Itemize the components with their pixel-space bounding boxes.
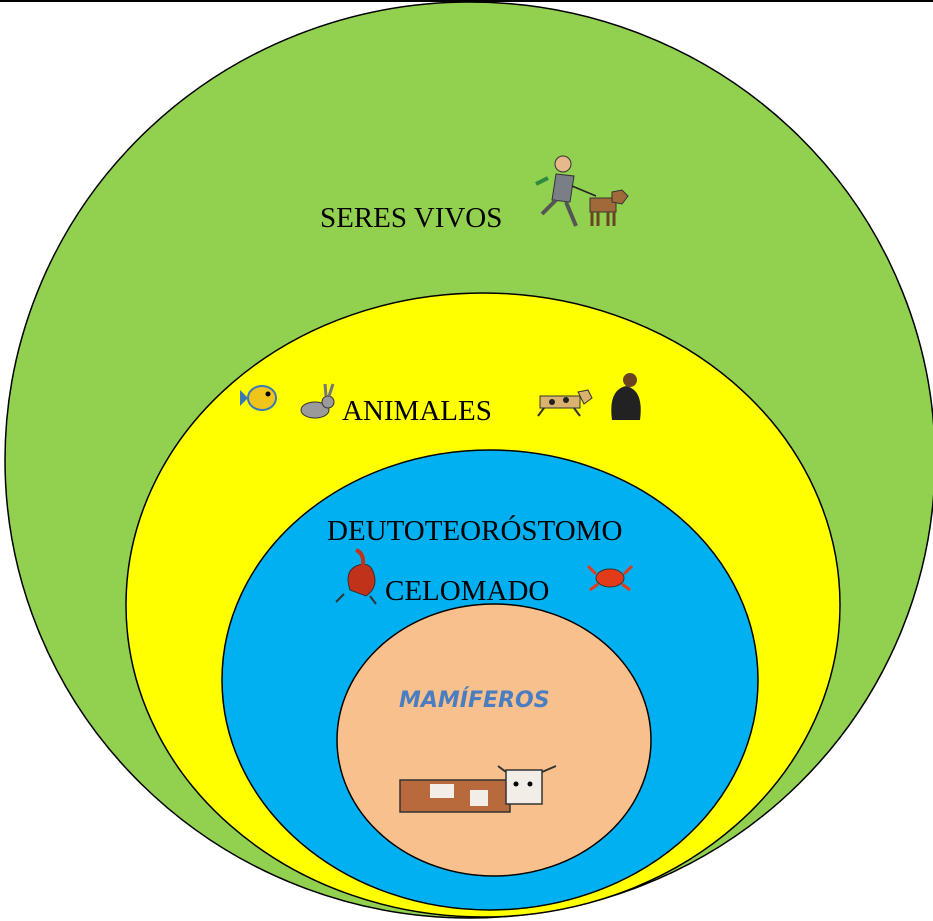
- label-seres-vivos: SERES VIVOS: [320, 202, 502, 235]
- label-celomado: CELOMADO: [385, 575, 549, 608]
- label-deuterostomo: DEUTOTEORÓSTOMO: [327, 515, 622, 548]
- label-mamiferos: MAMÍFEROS: [399, 688, 550, 713]
- label-animales: ANIMALES: [342, 395, 492, 428]
- mamiferos-circle: [337, 604, 651, 876]
